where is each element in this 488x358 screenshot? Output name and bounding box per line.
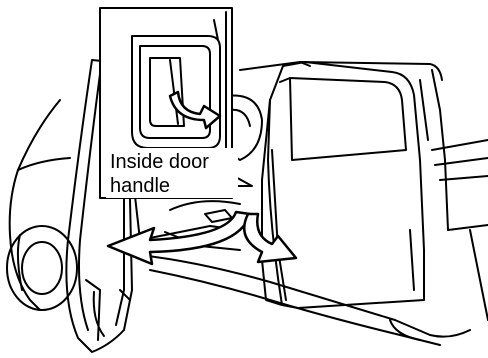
rear-door xyxy=(262,62,424,308)
callout-label-line2: handle xyxy=(110,175,170,197)
callout-label: Inside door handle xyxy=(106,148,238,198)
callout-label-line1: Inside door xyxy=(110,151,209,173)
front-door-swing-arrow-icon xyxy=(108,212,250,264)
rear-door-swing-arrow-icon xyxy=(244,214,296,262)
